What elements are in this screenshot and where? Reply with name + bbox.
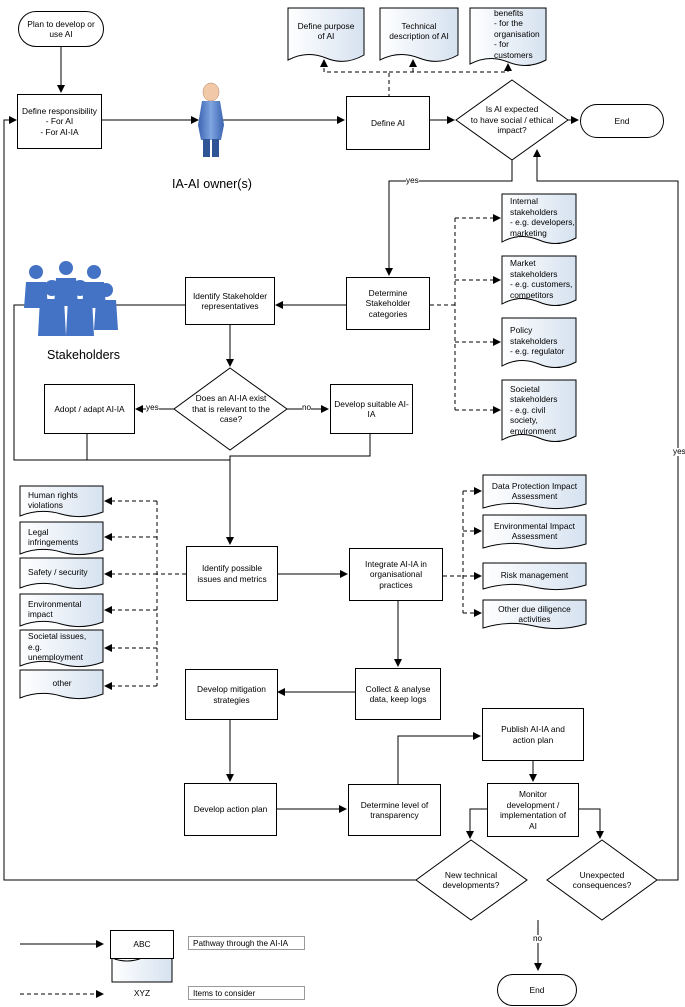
is-ai-expected-decision[interactable]: Is AI expected to have social / ethical …	[470, 104, 554, 136]
doc-internal	[501, 193, 577, 244]
doc-safety	[19, 557, 104, 590]
doc-other	[19, 669, 104, 700]
adopt-aiia-box[interactable]: Adopt / adapt AI-IA	[44, 384, 135, 434]
technical-desc-doc: Technical description of AI	[389, 20, 449, 42]
pathway-lines	[3, 47, 679, 971]
owner-person-icon	[198, 82, 224, 157]
diamond-does-aiia-exist	[173, 367, 288, 451]
internal-stakeholders-doc: Internal stakeholders - e.g. developers,…	[510, 196, 575, 238]
monitor-development-box[interactable]: Monitor development / implementation of …	[487, 783, 579, 837]
unexpected-decision[interactable]: Unexpected consequences?	[572, 869, 632, 891]
stakeholders-label: Stakeholders	[47, 348, 120, 362]
doc-shapes	[19, 7, 587, 983]
end-top[interactable]: End	[580, 104, 664, 138]
develop-mitigation-box[interactable]: Develop mitigation strategies	[185, 669, 278, 720]
diamond-new-tech	[415, 839, 528, 921]
define-responsibility-box[interactable]: Define responsibility - For AI - For AI-…	[17, 94, 102, 149]
doc-due-diligence	[482, 599, 587, 630]
doc-technical-desc	[379, 7, 459, 62]
determine-stakeholder-box[interactable]: Determine Stakeholder categories	[346, 277, 430, 330]
publish-aiia-box[interactable]: Publish AI-IA and action plan	[482, 708, 584, 761]
market-stakeholders-doc: Market stakeholders - e.g. customers, co…	[510, 258, 573, 300]
start-plan[interactable]: Plan to develop or use AI	[18, 11, 104, 47]
edge-label-yes-top: yes	[406, 176, 419, 186]
collect-data-box[interactable]: Collect & analyse data, keep logs	[355, 668, 441, 720]
societal-issues-doc: Societal issues, e.g. unemployment	[28, 631, 87, 663]
define-purpose-doc: Define purpose of AI	[297, 20, 355, 42]
develop-suitable-box[interactable]: Develop suitable AI- IA	[330, 384, 413, 434]
identify-issues-box[interactable]: Identify possible issues and metrics	[186, 546, 278, 601]
safety-security-doc: Safety / security	[28, 566, 88, 577]
doc-societal	[501, 379, 577, 442]
other-doc: other	[52, 677, 72, 688]
edge-label-no-develop: no	[302, 403, 312, 413]
doc-eia	[482, 514, 587, 550]
legal-infringements-doc: Legal infringements	[28, 526, 79, 548]
doc-market	[501, 255, 577, 306]
end-bottom[interactable]: End	[497, 974, 577, 1006]
identify-stakeholder-box[interactable]: Identify Stakeholder representatives	[185, 277, 275, 325]
societal-stakeholders-doc: Societal stakeholders - e.g. civil socie…	[510, 383, 558, 436]
develop-action-plan-box[interactable]: Develop action plan	[184, 783, 277, 836]
eia-doc: Environmental Impact Assessment	[494, 520, 575, 542]
legend-abc-desc: Pathway through the AI-IA	[188, 936, 305, 950]
define-ai-box[interactable]: Define AI	[346, 96, 430, 150]
doc-policy	[501, 317, 577, 368]
doc-dpia	[482, 474, 587, 510]
owner-label: IA-AI owner(s)	[172, 177, 252, 191]
doc-societal-issues	[19, 629, 104, 668]
edge-label-no-bottom: no	[533, 934, 543, 944]
doc-define-purpose	[287, 7, 365, 62]
doc-environmental	[19, 593, 104, 628]
integrate-aiia-box[interactable]: Integrate AI-IA in organisational practi…	[349, 548, 443, 601]
legend-doc-xyz	[111, 954, 173, 983]
human-rights-doc: Human rights violations	[28, 489, 78, 511]
consider-lines	[20, 59, 512, 998]
determine-transparency-box[interactable]: Determine level of transparency	[348, 784, 441, 836]
edge-label-yes-adopt: yes	[146, 403, 159, 413]
legend-xyz-desc: Items to consider	[188, 986, 305, 1000]
stakeholders-group-icon	[24, 261, 118, 336]
legend-xyz-text: XYZ	[133, 987, 151, 998]
doc-legal	[19, 521, 104, 556]
doc-human-rights	[19, 485, 104, 518]
does-aiia-exist-decision[interactable]: Does an AI-IA exist that is relevant to …	[192, 393, 270, 425]
dpia-doc: Data Protection Impact Assessment	[491, 480, 578, 502]
policy-stakeholders-doc: Policy stakeholders - e.g. regulator	[510, 325, 565, 357]
decisions	[173, 79, 658, 921]
due-diligence-doc: Other due diligence activities	[498, 603, 571, 625]
benefits-doc: benefits - for the organisation - for cu…	[494, 7, 540, 60]
legend-abc-box: ABC	[110, 930, 174, 959]
risk-management-doc: Risk management	[500, 569, 569, 580]
doc-risk	[482, 562, 587, 591]
edge-label-yes-right: yes	[673, 447, 685, 457]
diamond-unexpected	[546, 839, 658, 921]
doc-benefits	[469, 7, 547, 66]
environmental-impact-doc: Environmental impact	[28, 598, 82, 620]
new-tech-decision[interactable]: New technical developments?	[442, 869, 500, 891]
